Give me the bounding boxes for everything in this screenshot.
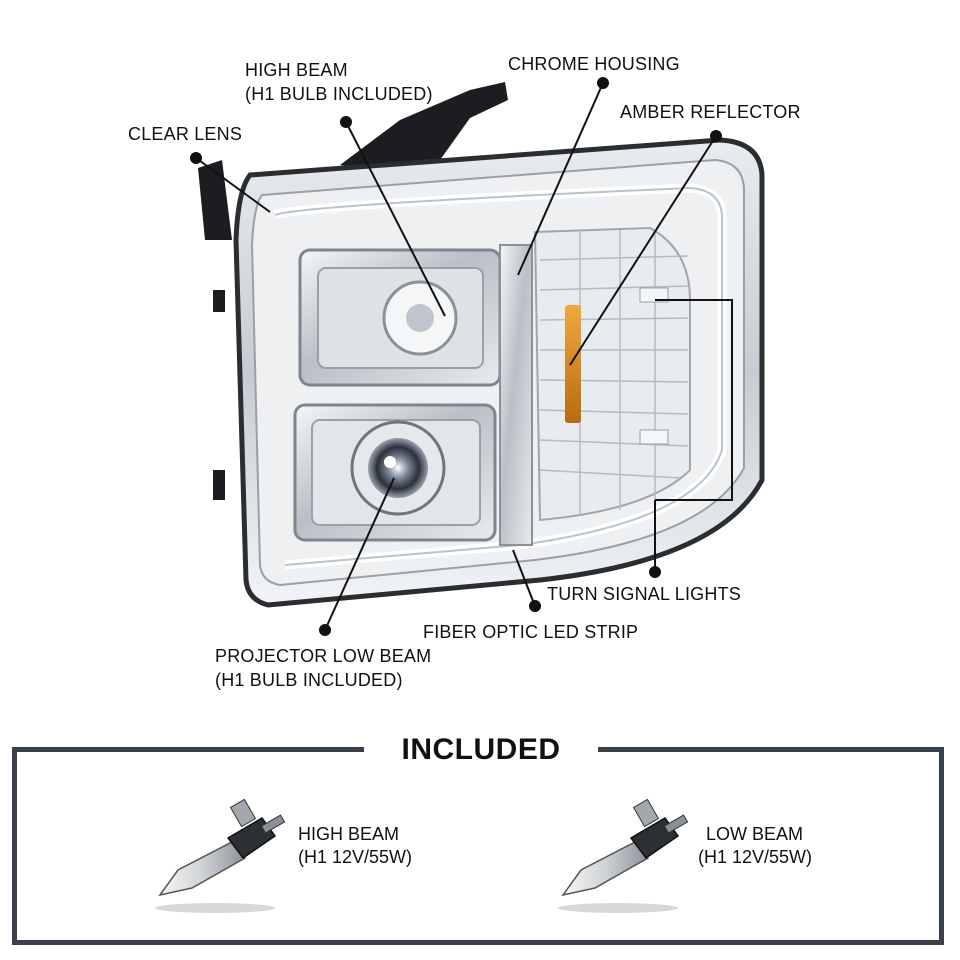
callout-turn-signal-lights: TURN SIGNAL LIGHTS: [547, 584, 741, 604]
turn-signal-reflector: [533, 226, 691, 522]
included-item-high-beam-line2: (H1 12V/55W): [298, 847, 413, 867]
callout-projector-low-beam-line1: PROJECTOR LOW BEAM: [215, 646, 432, 666]
included-item-high-beam: HIGH BEAM (H1 12V/55W): [298, 823, 412, 869]
amber-reflector-strip: [565, 305, 581, 423]
callout-amber-reflector: AMBER REFLECTOR: [620, 102, 801, 122]
included-frame-top-left: [12, 747, 364, 752]
leader-lines: [190, 77, 733, 636]
included-frame-top-right: [598, 747, 944, 752]
callout-fiber-optic-led-strip: FIBER OPTIC LED STRIP: [423, 622, 639, 642]
callout-projector-low-beam: PROJECTOR LOW BEAM (H1 BULB INCLUDED): [215, 644, 431, 692]
included-frame: [12, 752, 944, 945]
projector-low-beam: [293, 403, 497, 542]
included-item-low-beam-line1: LOW BEAM: [706, 824, 804, 844]
included-item-high-beam-line1: HIGH BEAM: [298, 824, 400, 844]
high-beam-reflector: [298, 248, 502, 387]
callout-high-beam: HIGH BEAM (H1 BULB INCLUDED): [245, 58, 433, 106]
mounting-bracket: [198, 82, 508, 500]
high-beam-bulb-icon: [155, 798, 286, 913]
low-beam-bulb-icon: [558, 798, 689, 913]
callout-projector-low-beam-line2: (H1 BULB INCLUDED): [215, 670, 403, 690]
callout-clear-lens: CLEAR LENS: [128, 124, 243, 144]
callout-high-beam-line1: HIGH BEAM: [245, 60, 348, 80]
included-title: INCLUDED: [401, 733, 561, 766]
included-item-low-beam: LOW BEAM (H1 12V/55W): [698, 823, 812, 869]
callout-high-beam-line2: (H1 BULB INCLUDED): [245, 84, 433, 104]
included-item-low-beam-line2: (H1 12V/55W): [698, 847, 813, 867]
callout-chrome-housing: CHROME HOUSING: [508, 54, 680, 74]
chrome-divider: [499, 244, 533, 546]
